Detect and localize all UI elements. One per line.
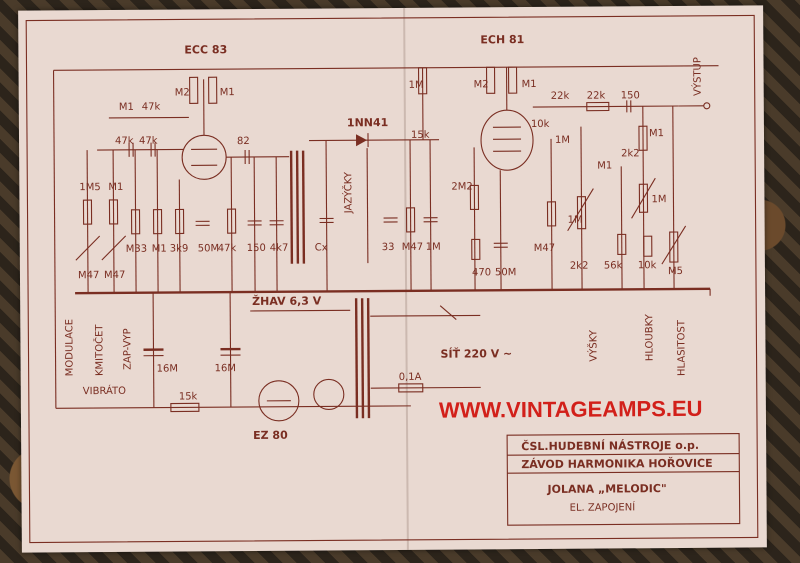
resistor [170, 402, 200, 413]
power-transformer [354, 298, 371, 419]
resistor-label: M1 [522, 79, 537, 90]
resistor [586, 101, 610, 112]
resistor-label: M47 [104, 270, 125, 281]
reeds-label: JAZÝČKY [341, 171, 354, 214]
resistor-label: M2 [175, 87, 190, 98]
capacitor-label: 50M [495, 267, 516, 278]
capacitor-label: 50M [198, 243, 219, 254]
resistor-label: 2M2 [451, 181, 472, 192]
volume-label: HLASITOST [676, 319, 687, 376]
resistor-label: 3k9 [170, 243, 189, 254]
drawing-frame [25, 14, 759, 544]
resistor-label: 22k [551, 91, 570, 102]
title-line-2: ZÁVOD HARMONIKA HOŘOVICE [521, 457, 712, 471]
watermark: WWW.VINTAGEAMPS.EU [439, 396, 703, 423]
resistor-label: M1 [649, 128, 664, 139]
capacitor-label: Cx [315, 242, 328, 253]
capacitor-label: 16M [157, 363, 178, 374]
resistor-label: M47 [534, 243, 555, 254]
wire [108, 116, 189, 119]
left-rail [52, 70, 57, 409]
resistor-label: 22k [587, 91, 606, 102]
resistor-label: 47k [218, 243, 237, 254]
resistor-label: 2k2 [621, 148, 640, 159]
bass-label: HLOUBKY [644, 313, 655, 361]
title-line-1: ČSL.HUDEBNÍ NÁSTROJE o.p. [521, 439, 699, 453]
schematic-sheet: ECC 83 M2 M1 M1 47k 47k 47k 82 [18, 5, 767, 553]
resistor-label: M1 [597, 160, 612, 171]
resistor-label: M47 [78, 270, 99, 281]
capacitor-label: 150 [247, 243, 266, 254]
ech81-tube [480, 67, 534, 171]
ecc83-label: ECC 83 [184, 43, 227, 56]
resistor [485, 66, 496, 94]
on-off-label: ZAP-VYP [122, 328, 133, 370]
resistor-label: 1M [651, 194, 666, 205]
resistor-label: M2 [474, 79, 489, 90]
resistor-label: 1M5 [79, 182, 100, 193]
diode-label: 1NN41 [347, 116, 388, 129]
ez80-label: EZ 80 [253, 429, 288, 442]
resistor-label: 1M [555, 135, 570, 146]
mains-label: SÍŤ 220 V ~ [440, 347, 512, 361]
audio-transformer [289, 150, 306, 264]
heater-label: ŽHAV 6,3 V [252, 294, 322, 307]
resistor-label: 15k [179, 391, 198, 402]
capacitor-label: 4k7 [270, 243, 289, 254]
mains-switch [439, 305, 457, 320]
resistor-label: 47k [139, 136, 158, 147]
diode-symbol [355, 134, 368, 147]
resistor-label: 56k [604, 260, 623, 271]
bottom-rail [55, 405, 411, 409]
ech81-label: ECH 81 [480, 33, 524, 46]
fuse [398, 383, 424, 393]
resistor-label: M1 [152, 244, 167, 255]
resistor-label: 2k2 [570, 261, 589, 272]
fuse-label: 0,1A [399, 372, 422, 383]
modulation-label: MODULACE [64, 319, 75, 376]
wire [97, 148, 185, 151]
capacitor-label: 150 [621, 90, 640, 101]
resistor-label: M33 [126, 244, 147, 255]
capacitor-label: 1M [426, 242, 441, 253]
resistor-label: M1 [108, 182, 123, 193]
resistor-label: 10k [638, 260, 657, 271]
ground-rail [75, 287, 711, 295]
resistor-label: 1M [568, 215, 583, 226]
resistor [643, 235, 653, 257]
title-line-3: JOLANA „MELODIC" [546, 482, 666, 496]
left-resistor-bank [82, 149, 237, 294]
resistor [189, 76, 199, 104]
resistor [471, 238, 481, 260]
frequency-label: KMITOČET [92, 324, 105, 377]
resistor-label: 15k [411, 130, 430, 141]
capacitor-label: 33 [382, 242, 395, 253]
vibrato-label: VIBRÁTO [83, 384, 126, 397]
output-terminal [703, 102, 711, 110]
treble-label: VÝŠKY [586, 329, 599, 362]
top-rail [53, 65, 719, 71]
resistor-label: 10k [531, 119, 550, 130]
capacitor-label: 82 [237, 136, 250, 147]
capacitor-label: 16M [215, 363, 236, 374]
ez80-tube [258, 380, 300, 422]
resistor [507, 66, 518, 94]
resistor-label: M1 [220, 87, 235, 98]
resistor-label: 47k [142, 102, 161, 113]
resistor [208, 76, 218, 104]
resistor-label: 1M [409, 80, 424, 91]
title-line-4: EL. ZAPOJENÍ [570, 500, 636, 513]
resistor-label: 470 [472, 267, 491, 278]
title-block [506, 433, 741, 526]
resistor-label: M47 [402, 242, 423, 253]
pilot-lamp [313, 378, 345, 410]
resistor-label: 47k [115, 136, 134, 147]
resistor-label: M1 [119, 102, 134, 113]
resistor-label: M5 [668, 266, 683, 277]
schematic-diagram: ECC 83 M2 M1 M1 47k 47k 47k 82 [25, 14, 759, 544]
output-label: VÝSTUP [690, 57, 703, 96]
